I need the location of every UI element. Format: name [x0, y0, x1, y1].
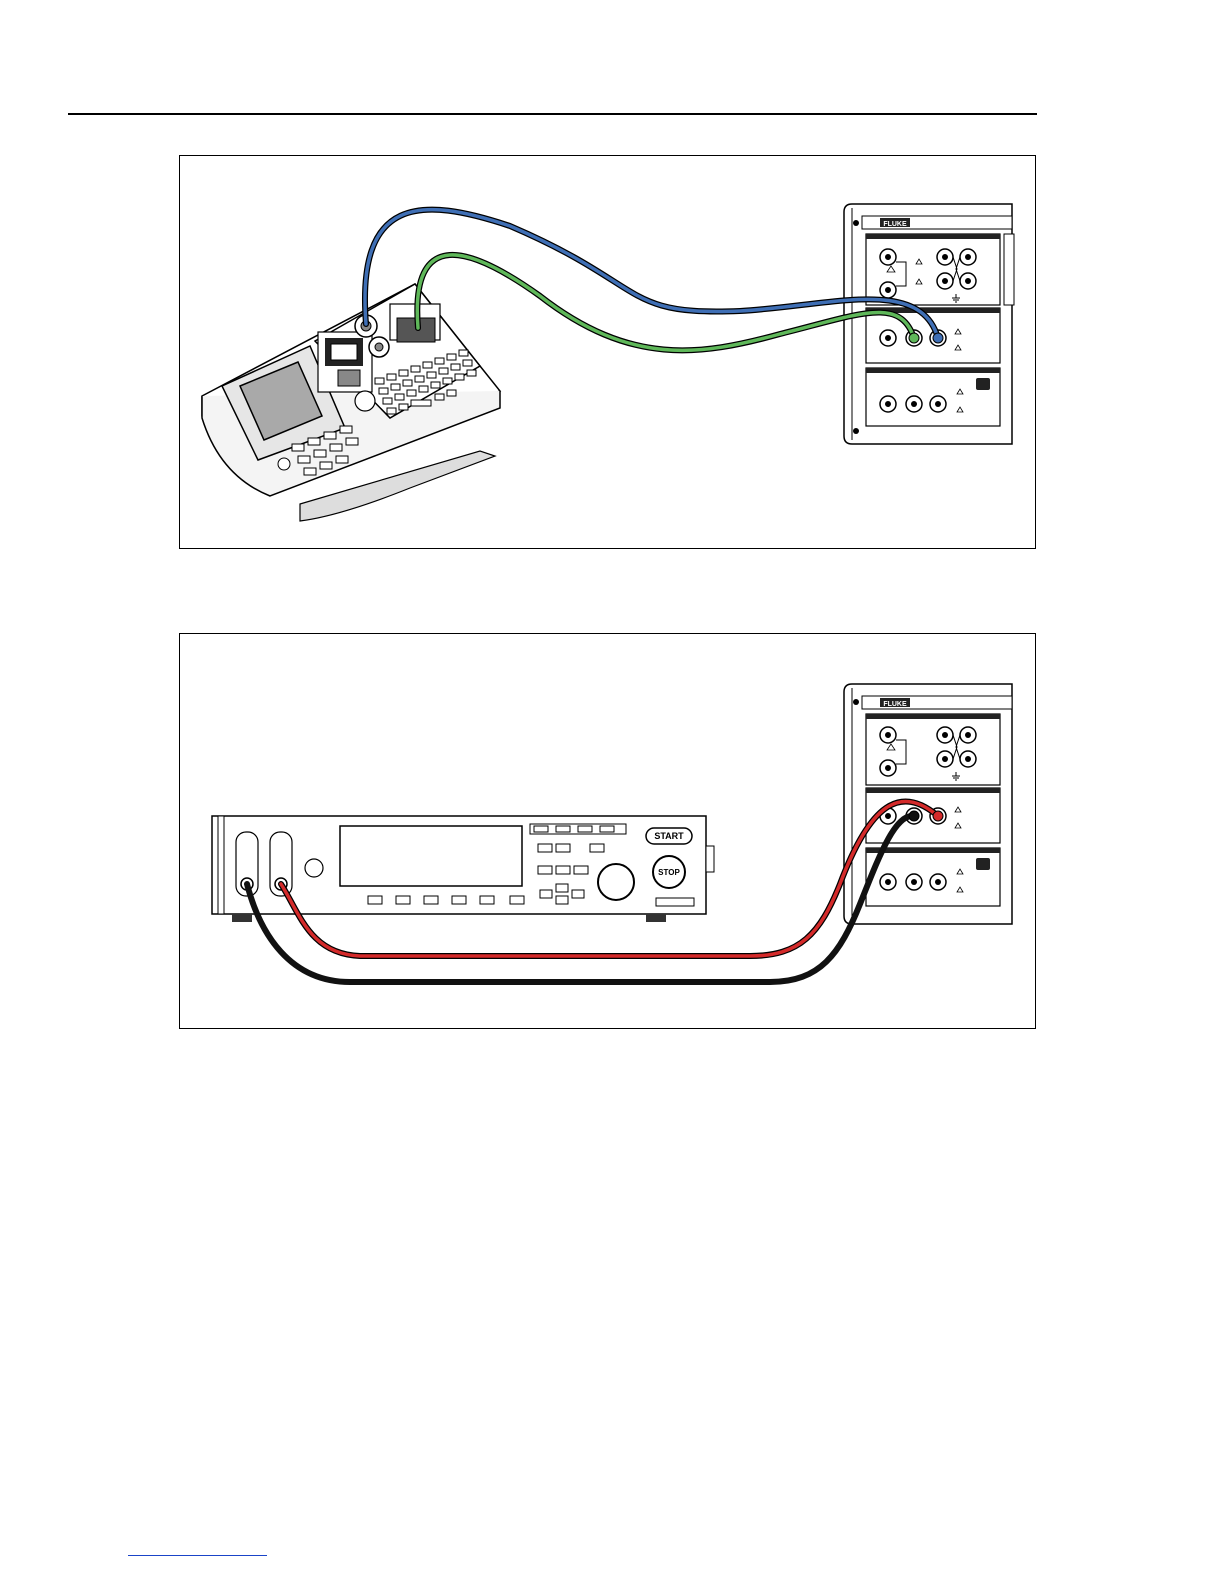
terminal-jack-icon — [880, 282, 896, 298]
terminal-jack-icon — [960, 727, 976, 743]
terminal-jack-icon — [960, 273, 976, 289]
terminal-jack-icon — [880, 760, 896, 776]
red-lead-plug — [933, 811, 943, 821]
rotary-knob-icon — [598, 864, 634, 900]
terminal-jack-icon — [937, 273, 953, 289]
terminal-jack-icon — [960, 751, 976, 767]
knob-icon — [305, 859, 323, 877]
terminal-jack-icon — [906, 874, 922, 890]
terminal-jack-icon — [880, 249, 896, 265]
power-button — [278, 458, 290, 470]
brand-logo: FLUKE — [883, 221, 907, 228]
figure-2-diagram: FLUKE — [180, 634, 1035, 1028]
blue-lead-plug — [933, 333, 943, 343]
terminal-jack-icon — [906, 396, 922, 412]
hipot-tester-unit: START STOP — [212, 816, 714, 922]
header-rule — [68, 113, 1037, 115]
mount-screw-icon — [853, 699, 859, 705]
terminal-jack-icon — [937, 727, 953, 743]
figure-1-panel: FLUKE — [179, 155, 1036, 549]
terminal-jack-icon — [880, 727, 896, 743]
tester-foot — [646, 914, 666, 922]
terminal-jack-icon — [880, 874, 896, 890]
indicator-button — [976, 858, 990, 870]
terminal-jack-icon — [937, 249, 953, 265]
hipot-display — [340, 826, 522, 886]
green-lead-plug — [909, 333, 919, 343]
figure-2-panel: FLUKE — [179, 633, 1036, 1029]
terminal-jack-icon — [880, 330, 896, 346]
brand-logo: FLUKE — [883, 701, 907, 708]
terminal-jack-icon — [930, 396, 946, 412]
stop-button-label: STOP — [658, 868, 680, 877]
safety-tester-unit — [202, 284, 500, 521]
nav-pad — [355, 391, 375, 411]
terminal-jack-icon — [880, 396, 896, 412]
footer-rule — [128, 1555, 267, 1556]
indicator-button — [976, 378, 990, 390]
terminal-jack-icon — [937, 751, 953, 767]
start-button-label: START — [654, 831, 684, 841]
terminal-jack-icon — [930, 874, 946, 890]
terminal-jack-icon — [960, 249, 976, 265]
mount-screw-icon — [853, 220, 859, 226]
tester-foot — [232, 914, 252, 922]
mount-screw-icon — [853, 428, 859, 434]
figure-1-diagram: FLUKE — [180, 156, 1035, 548]
black-lead-plug — [909, 811, 919, 821]
